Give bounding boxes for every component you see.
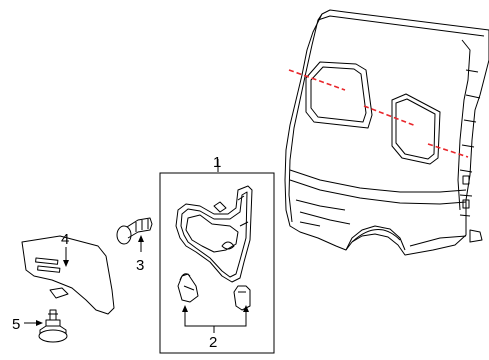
- callout-5: 5: [12, 316, 20, 333]
- clip-right: [233, 285, 251, 311]
- bolt: [38, 309, 68, 343]
- cut-line-lower: [427, 143, 469, 158]
- cut-line-upper: [288, 69, 346, 91]
- mud-flap: [175, 185, 253, 283]
- leader-arrowheads: [36, 235, 249, 326]
- rear-window: [391, 93, 441, 165]
- push-pin: [116, 217, 153, 245]
- quarter-panel: [284, 9, 489, 256]
- callout-3: 3: [136, 257, 144, 274]
- callout-1: 1: [213, 154, 221, 171]
- callout-4: 4: [61, 231, 69, 248]
- splash-guard: [21, 235, 115, 315]
- front-window: [305, 61, 373, 129]
- cut-line-middle: [363, 105, 417, 127]
- cut-lines: [288, 69, 469, 158]
- assembly-box: [159, 172, 275, 354]
- leader-lines: [24, 159, 247, 333]
- callout-2: 2: [209, 334, 217, 351]
- clip-left: [177, 273, 199, 303]
